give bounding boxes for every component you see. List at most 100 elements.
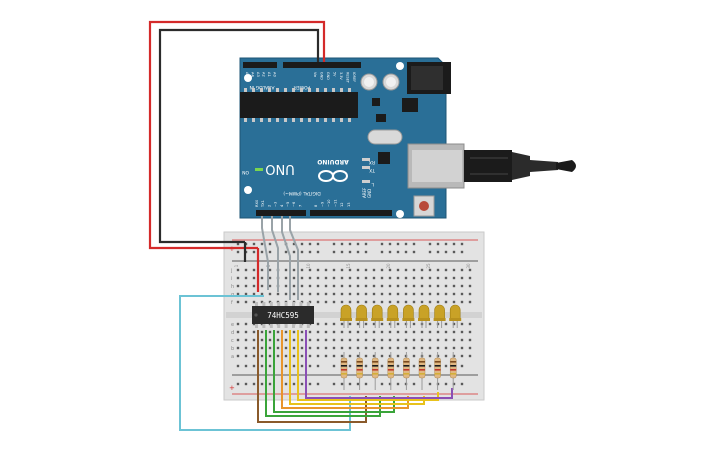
resistor[interactable] — [387, 352, 395, 390]
tx-label: TX — [369, 167, 376, 173]
led[interactable] — [340, 304, 352, 328]
rail-hole — [460, 364, 464, 368]
breadboard-holes — [236, 242, 472, 386]
rail-hole — [268, 250, 272, 254]
breadboard-hole — [348, 284, 352, 288]
breadboard-hole — [356, 346, 360, 350]
wire-clock-gray — [281, 216, 291, 300]
breadboard-hole — [412, 338, 416, 342]
rail-hole — [444, 382, 448, 386]
resistor[interactable] — [418, 352, 426, 390]
led[interactable] — [371, 304, 384, 328]
breadboard-hole — [364, 292, 368, 296]
breadboard-hole — [372, 338, 376, 342]
breadboard-hole — [284, 292, 288, 296]
led[interactable] — [433, 304, 446, 328]
digital-pin-label: ~9 — [320, 201, 324, 207]
breadboard-hole — [316, 338, 320, 342]
chip-pin — [299, 324, 303, 328]
chip-pin — [284, 302, 288, 306]
led[interactable] — [449, 304, 462, 328]
chip-pin — [269, 302, 273, 306]
dc-jack-inner — [411, 66, 443, 90]
breadboard-hole — [324, 346, 328, 350]
breadboard-hole — [340, 330, 344, 334]
breadboard-hole — [380, 284, 384, 288]
breadboard-hole — [348, 300, 352, 304]
shift-register-chip[interactable]: 74HC595 — [252, 302, 314, 328]
breadboard-hole — [244, 354, 248, 358]
breadboard-hole — [348, 330, 352, 334]
breadboard-hole — [460, 300, 464, 304]
breadboard-hole — [404, 292, 408, 296]
resistor[interactable] — [434, 352, 441, 390]
chip-pin — [292, 302, 295, 306]
usb-chip — [378, 152, 390, 164]
breadboard-hole — [268, 346, 272, 350]
resistor[interactable] — [371, 352, 379, 390]
breadboard-hole — [380, 354, 384, 358]
led[interactable] — [402, 304, 415, 328]
breadboard-hole — [332, 284, 336, 288]
rail-hole — [244, 382, 248, 386]
breadboard-hole — [396, 346, 400, 350]
resistor[interactable] — [356, 352, 363, 390]
rail-hole — [412, 250, 416, 254]
mcu-pin — [340, 88, 343, 92]
led[interactable] — [418, 304, 430, 328]
mcu-pin — [260, 88, 263, 92]
mcu-pin — [284, 118, 287, 122]
digital-pin-label: RX0 — [255, 199, 259, 207]
breadboard-hole — [372, 268, 376, 272]
breadboard-hole — [236, 300, 240, 304]
resistor[interactable] — [449, 352, 457, 390]
breadboard-hole — [404, 268, 408, 272]
led[interactable] — [386, 304, 399, 328]
breadboard-hole — [252, 346, 256, 350]
breadboard-hole — [316, 268, 320, 272]
breadboard-hole — [428, 338, 432, 342]
wire-green — [265, 330, 381, 417]
chip-pin — [292, 324, 295, 328]
analog-pin-label: A4 — [251, 72, 255, 77]
breadboard-hole — [252, 284, 256, 288]
rail-hole — [348, 364, 352, 368]
breadboard-hole — [372, 300, 376, 304]
mcu-pin — [292, 88, 295, 92]
mcu-pin — [308, 118, 311, 122]
breadboard-hole — [364, 330, 368, 334]
breadboard-hole — [260, 354, 264, 358]
resistor[interactable] — [403, 352, 410, 390]
breadboard-hole — [388, 338, 392, 342]
mcu-pin — [300, 88, 303, 92]
breadboard-hole — [300, 292, 304, 296]
rail-hole — [260, 242, 264, 246]
capacitor-top — [364, 77, 374, 87]
breadboard-hole — [268, 276, 272, 280]
chip-pin — [255, 324, 258, 328]
power-wires — [148, 20, 326, 292]
resistor-row — [340, 352, 457, 390]
rail-hole — [236, 250, 240, 254]
reset-button-cap[interactable] — [419, 201, 429, 211]
rail-hole — [300, 382, 304, 386]
mcu-pin — [244, 118, 247, 122]
voltage-regulator — [402, 98, 418, 112]
breadboard-hole — [284, 354, 288, 358]
breadboard-hole — [348, 354, 352, 358]
breadboard-hole — [372, 346, 376, 350]
breadboard-hole — [372, 284, 376, 288]
breadboard-hole — [388, 276, 392, 280]
breadboard-hole — [356, 284, 360, 288]
breadboard-hole — [380, 268, 384, 272]
resistor[interactable] — [340, 352, 348, 390]
rail-hole — [268, 242, 272, 246]
capacitor-top — [386, 77, 396, 87]
breadboard-hole — [452, 346, 456, 350]
led[interactable] — [355, 304, 368, 328]
breadboard-hole — [364, 276, 368, 280]
digital-pin-label: 12 — [340, 202, 344, 207]
breadboard-hole — [260, 338, 264, 342]
